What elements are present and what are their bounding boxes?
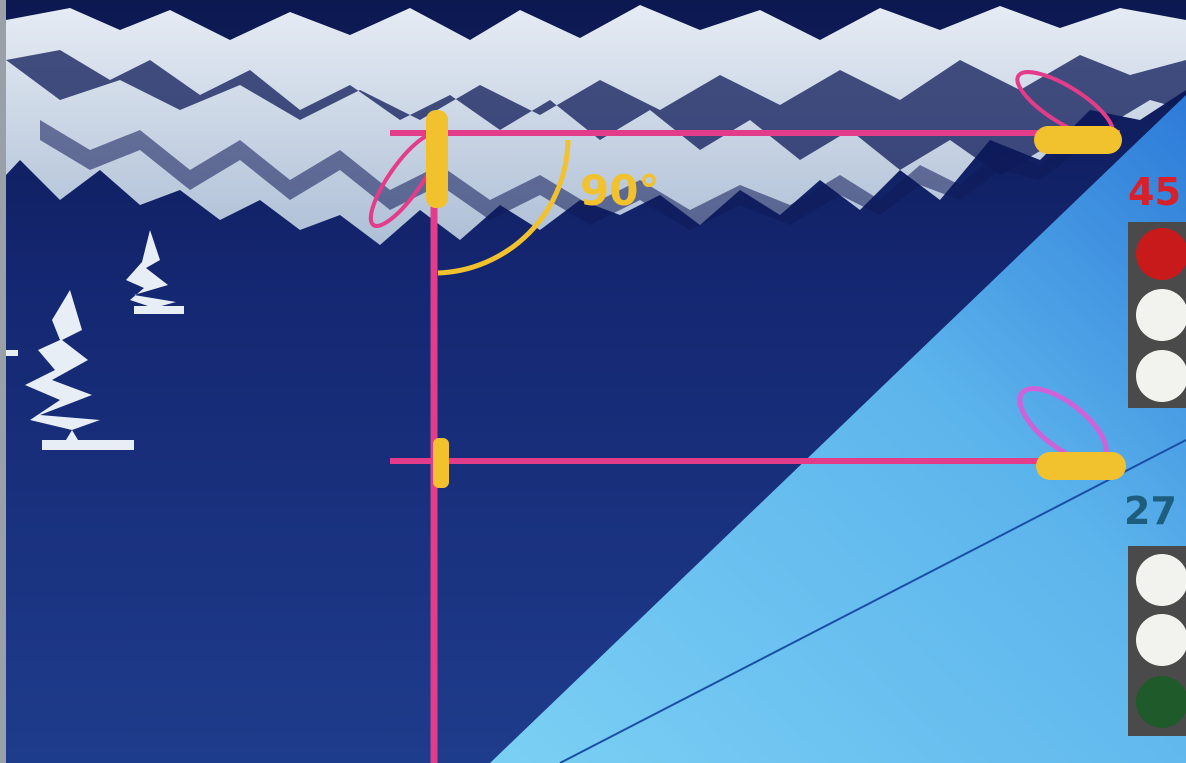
panel-bottom-light-1 [1136, 554, 1186, 606]
edge-marker [6, 350, 18, 356]
glide-path-line [559, 439, 1186, 763]
right-angle-arc [437, 139, 571, 276]
tree-small [126, 230, 184, 314]
tree-left [25, 290, 134, 450]
panel-bottom-light-3 [1136, 676, 1186, 728]
panel-top-light-1 [1136, 228, 1186, 280]
panel-top-light-2 [1136, 289, 1186, 341]
angle-label: 90° [580, 166, 659, 215]
lower-vertical-marker [433, 438, 449, 488]
upper-vertical-marker [426, 110, 448, 208]
panel-bottom-label: 27 [1124, 489, 1177, 533]
panel-top-label: 45 [1128, 170, 1181, 214]
upper-horizontal-marker [1034, 126, 1122, 154]
indicator-panel-bottom: 27 [1124, 489, 1186, 736]
panel-top-light-3 [1136, 350, 1186, 402]
mountain-range [6, 5, 1186, 245]
panel-bottom-light-2 [1136, 614, 1186, 666]
indicator-panel-top: 45 [1128, 170, 1186, 408]
light-beam [490, 95, 1186, 763]
lower-horizontal-marker [1036, 452, 1126, 480]
left-frame-edge [0, 0, 6, 763]
